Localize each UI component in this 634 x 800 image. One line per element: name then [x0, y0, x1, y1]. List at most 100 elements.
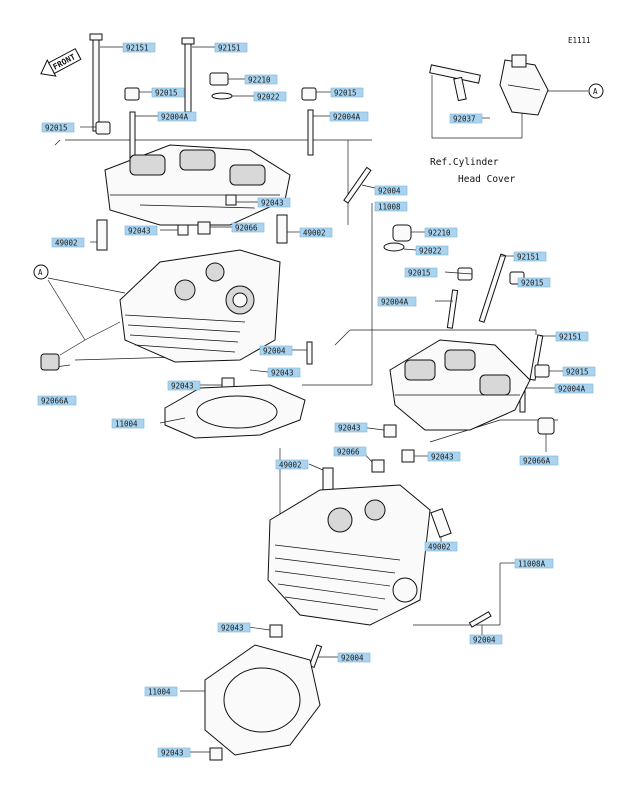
part-number: 92015 — [45, 124, 68, 133]
part-label: 92022 — [415, 245, 449, 256]
svg-text:A: A — [38, 268, 43, 277]
part-number: 92022 — [257, 93, 280, 102]
part-number: 11008A — [518, 560, 546, 569]
upper-head-gasket — [164, 384, 306, 439]
part-number: 92151 — [218, 44, 241, 53]
part-number: 49002 — [428, 543, 451, 552]
part-number: 92043 — [338, 424, 361, 433]
part-number: 92004 — [473, 636, 496, 645]
part-label: 92210 — [424, 227, 458, 238]
part-label: 92004A — [554, 383, 594, 394]
ref-breather-part — [499, 54, 549, 116]
upper-cylinder-head — [119, 249, 281, 363]
part-number: 92004A — [558, 385, 586, 394]
lower-head-gasket — [204, 644, 321, 756]
part-label: 49002 — [51, 237, 85, 248]
part-number: 49002 — [55, 239, 78, 248]
marker-a-upper: A — [588, 83, 604, 99]
part-label: 92015 — [562, 366, 596, 377]
ref-bolt-part — [429, 64, 481, 102]
part-label: 92004 — [374, 185, 408, 196]
part-label: 92043 — [167, 380, 201, 391]
part-number: 92015 — [334, 89, 357, 98]
lower-pins — [209, 417, 555, 761]
part-number: 92210 — [248, 76, 271, 85]
part-label: 92015 — [404, 267, 438, 278]
part-number: 92151 — [559, 333, 582, 342]
part-number: 92066A — [523, 457, 551, 466]
part-number: 92037 — [453, 115, 476, 124]
part-label: 92004 — [259, 345, 293, 356]
part-number: 92043 — [261, 199, 284, 208]
part-number: 92151 — [126, 44, 149, 53]
part-label: 92043 — [427, 451, 461, 462]
part-label: 92043 — [257, 197, 291, 208]
part-number: 92004A — [381, 298, 409, 307]
part-number: 92015 — [155, 89, 178, 98]
part-number: 92004A — [161, 113, 189, 122]
part-number: 92004 — [378, 187, 401, 196]
part-number: 92043 — [221, 624, 244, 633]
part-number: 92015 — [521, 279, 544, 288]
part-number: 92043 — [161, 749, 184, 758]
part-label: 92004A — [377, 296, 417, 307]
part-number: 92066 — [235, 224, 258, 233]
part-label: 92043 — [334, 422, 368, 433]
part-label: 92022 — [253, 91, 287, 102]
part-number: 92004 — [263, 347, 286, 356]
ref-line-1: Ref.Cylinder — [430, 157, 499, 168]
part-label: 49002 — [424, 541, 458, 552]
part-label: 11004 — [111, 418, 145, 429]
marker-a-left: A — [33, 264, 49, 280]
part-label: 49002 — [275, 459, 309, 470]
part-label: 92066 — [231, 222, 265, 233]
part-number: 49002 — [279, 461, 302, 470]
part-label: 92151 — [555, 331, 589, 342]
part-number: 11004 — [115, 420, 138, 429]
part-number: 92066A — [41, 397, 69, 406]
part-number: 92043 — [271, 369, 294, 378]
part-number: 92066 — [337, 448, 360, 457]
part-number: 92015 — [566, 368, 589, 377]
part-label: 11004 — [144, 686, 178, 697]
svg-text:A: A — [593, 87, 598, 96]
part-label: 92210 — [244, 74, 278, 85]
ref-line-2: Head Cover — [458, 174, 515, 185]
part-label: 92037 — [449, 113, 483, 124]
part-label: 49002 — [299, 227, 333, 238]
part-label: 92015 — [151, 87, 185, 98]
part-number: 92022 — [419, 247, 442, 256]
part-label: 92043 — [267, 367, 301, 378]
front-arrow-badge: FRONT — [40, 48, 82, 77]
part-number: 92043 — [171, 382, 194, 391]
part-label: 92004A — [157, 111, 197, 122]
part-label: 92015 — [41, 122, 75, 133]
upper-plug — [40, 353, 60, 371]
part-label: 11008A — [514, 558, 554, 569]
part-label: 92043 — [157, 747, 191, 758]
part-number: 92015 — [408, 269, 431, 278]
part-label: 92066A — [37, 395, 77, 406]
ref-cover-box — [431, 75, 588, 139]
part-number: 92004A — [333, 113, 361, 122]
part-label: 92004 — [337, 652, 371, 663]
part-number: 92004 — [341, 654, 364, 663]
part-label: 92151 — [122, 42, 156, 53]
part-label: 92066A — [519, 455, 559, 466]
part-label: 92043 — [124, 225, 158, 236]
part-number: 92210 — [428, 229, 451, 238]
part-label: 92015 — [330, 87, 364, 98]
part-label: 92151 — [214, 42, 248, 53]
part-number: 92043 — [431, 453, 454, 462]
part-number: 11004 — [148, 688, 171, 697]
part-label: 92004A — [329, 111, 369, 122]
part-label: 92066 — [333, 446, 367, 457]
leader-lines — [80, 46, 563, 753]
part-number: 11008 — [378, 203, 401, 212]
lower-bolts — [383, 224, 550, 413]
lower-rocker-housing — [389, 339, 531, 431]
part-label: 92151 — [513, 251, 547, 262]
part-label: 92004 — [469, 634, 503, 645]
